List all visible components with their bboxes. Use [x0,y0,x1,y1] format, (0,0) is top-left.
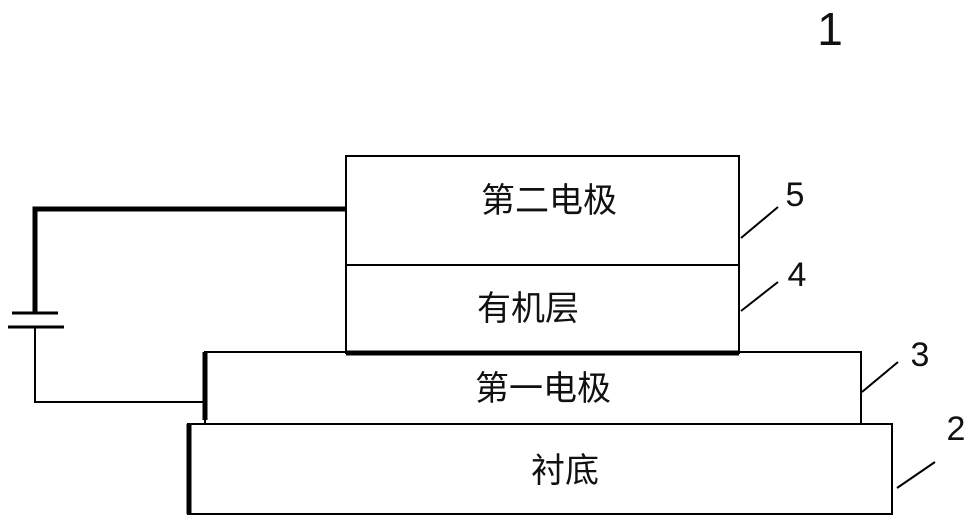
second-electrode-layer: 第二电极 [346,156,739,265]
substrate-layer: 衬底 [188,424,892,514]
leader-line-3 [862,362,898,392]
substrate-label: 衬底 [531,451,599,491]
reference-number-3: 3 [911,336,930,374]
top-wire [35,209,346,313]
first-electrode-label: 第一电极 [475,369,611,409]
organic-layer: 有机层 [346,265,739,353]
reference-number-2: 2 [947,410,966,448]
figure-number: 1 [817,3,843,55]
reference-number-4: 4 [788,256,807,294]
first-electrode-layer: 第一电极 [205,352,861,424]
organic-layer-label: 有机层 [477,289,579,329]
leader-line-2 [897,462,935,488]
battery-icon [8,313,64,327]
bottom-wire [35,327,205,402]
second-electrode-label: 第二电极 [481,181,617,221]
leader-line-5 [741,207,778,238]
leader-line-4 [741,282,778,311]
reference-number-5: 5 [786,176,805,214]
